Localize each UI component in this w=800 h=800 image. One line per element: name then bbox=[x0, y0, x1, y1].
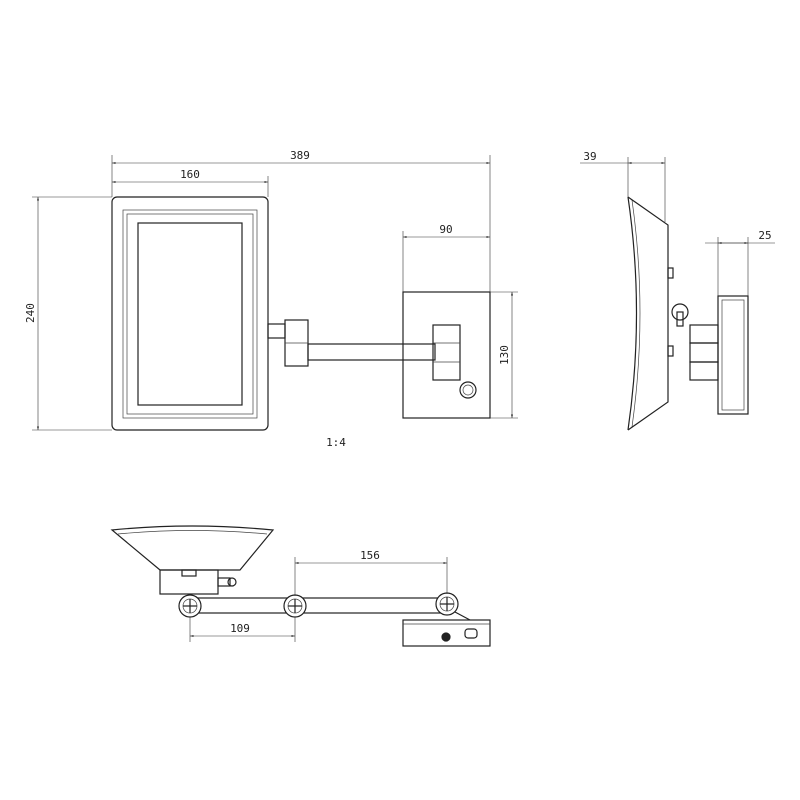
clamp bbox=[159, 569, 219, 595]
dim-plate-height: 130 bbox=[498, 345, 511, 365]
mirror-frame bbox=[122, 209, 258, 419]
wall-plate-side bbox=[717, 295, 749, 415]
front-view: 389 160 240 90 130 1:4 bbox=[24, 149, 518, 449]
joint-icon bbox=[178, 594, 202, 618]
joint-icon bbox=[283, 594, 307, 618]
mirror-side-back bbox=[627, 196, 669, 431]
dim-mirror-width: 160 bbox=[180, 168, 200, 181]
mirror-connector bbox=[267, 323, 286, 339]
mirror-glass bbox=[137, 222, 243, 406]
mirror-top bbox=[110, 525, 275, 571]
arm-rod-top bbox=[189, 597, 448, 614]
mirror-side-front bbox=[627, 196, 638, 431]
side-view: 39 25 bbox=[580, 150, 775, 431]
joint-icon bbox=[435, 592, 459, 616]
dim-plate-depth: 25 bbox=[758, 229, 771, 242]
scale-label: 1:4 bbox=[326, 436, 346, 449]
top-view: 156 109 bbox=[110, 525, 491, 647]
mirror-outline bbox=[111, 196, 269, 431]
knob-icon bbox=[671, 303, 689, 321]
wall-bracket bbox=[432, 324, 461, 381]
dim-side-depth: 39 bbox=[583, 150, 596, 163]
wall-plate bbox=[402, 291, 491, 419]
arm-rod bbox=[307, 343, 436, 361]
dim-plate-width: 90 bbox=[439, 223, 452, 236]
dim-arm-long: 156 bbox=[360, 549, 380, 562]
switch-button-icon bbox=[459, 381, 477, 399]
wall-plate-top bbox=[402, 619, 491, 647]
dim-mirror-height: 240 bbox=[24, 303, 37, 323]
dim-overall-width: 389 bbox=[290, 149, 310, 162]
dim-arm-short: 109 bbox=[230, 622, 250, 635]
